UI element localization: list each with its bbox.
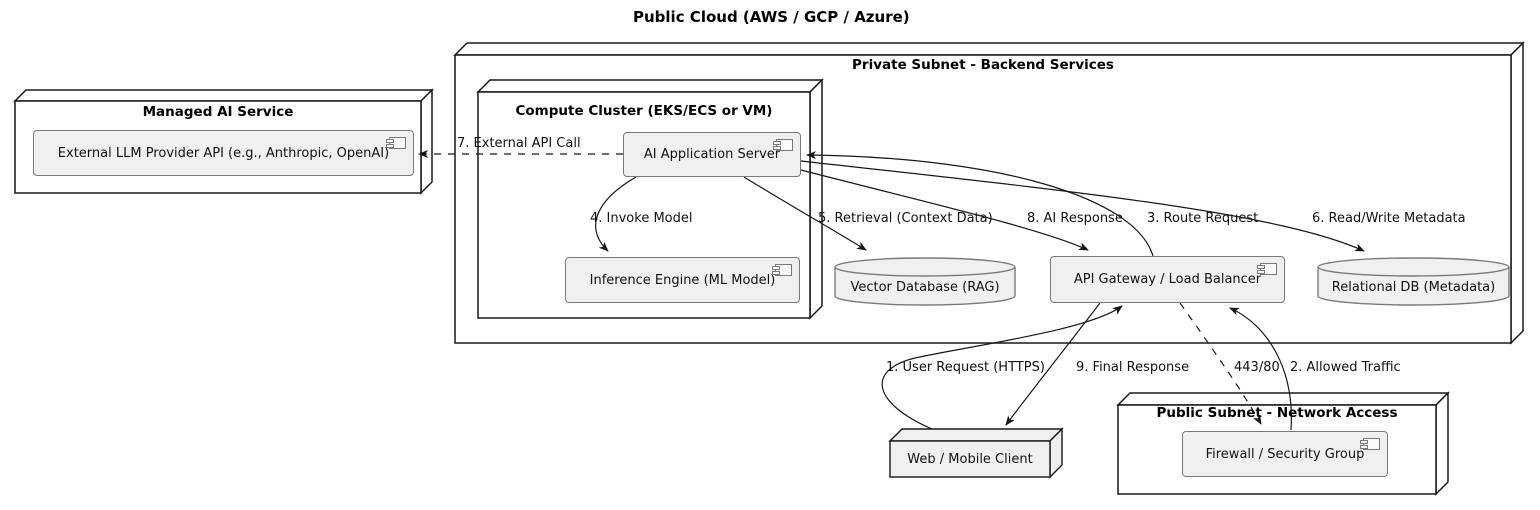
edge-label-allowed-traffic: 2. Allowed Traffic (1290, 360, 1401, 375)
relational-db-label: Relational DB (Metadata) (1331, 279, 1496, 295)
vector-database-shape (834, 257, 1016, 306)
edge-label-user-request: 1. User Request (HTTPS) (886, 360, 1045, 375)
component-icon (1256, 263, 1277, 275)
edge-label-retrieval: 5. Retrieval (Context Data) (818, 211, 993, 226)
edge-ai-response (800, 169, 1089, 251)
edge-user-request (881, 305, 1123, 430)
external-llm-label: External LLM Provider API (e.g., Anthrop… (57, 145, 390, 161)
relational-db-shape (1317, 257, 1510, 306)
private-subnet-title: Private Subnet - Backend Services (852, 57, 1114, 73)
web-client-node (888, 427, 1064, 479)
firewall-label: Firewall / Security Group (1205, 446, 1365, 462)
diagram-title: Public Cloud (AWS / GCP / Azure) (633, 8, 910, 26)
edge-port-443-80 (1179, 302, 1262, 425)
inference-engine-label: Inference Engine (ML Model) (589, 272, 776, 288)
edge-label-port: 443/80 (1234, 360, 1280, 375)
ai-app-server-label: AI Application Server (643, 147, 781, 162)
edge-allowed-traffic (1229, 307, 1292, 431)
component-icon (771, 264, 792, 276)
compute-cluster-title: Compute Cluster (EKS/ECS or VM) (515, 103, 773, 119)
public-subnet-title: Public Subnet - Network Access (1156, 405, 1398, 421)
firewall-component: Firewall / Security Group (1182, 431, 1388, 477)
edge-retrieval (743, 176, 867, 251)
edge-label-invoke-model: 4. Invoke Model (590, 211, 693, 226)
external-llm-component: External LLM Provider API (e.g., Anthrop… (33, 130, 414, 176)
api-gateway-component: API Gateway / Load Balancer (1050, 256, 1285, 303)
ai-app-server-component: AI Application Server (623, 132, 801, 177)
edge-label-read-write-metadata: 6. Read/Write Metadata (1312, 211, 1466, 226)
api-gateway-label: API Gateway / Load Balancer (1073, 272, 1262, 287)
edge-label-ai-response: 8. AI Response (1027, 211, 1123, 226)
component-icon (772, 139, 793, 151)
edge-invoke-model (595, 176, 637, 252)
inference-engine-component: Inference Engine (ML Model) (565, 257, 800, 303)
edge-label-external-api-call: 7. External API Call (457, 136, 581, 151)
component-icon (385, 137, 406, 149)
edge-label-final-response: 9. Final Response (1076, 360, 1190, 375)
edge-label-route-request: 3. Route Request (1147, 211, 1259, 226)
managed-ai-service-title: Managed AI Service (142, 104, 294, 120)
component-icon (1359, 438, 1380, 450)
edge-read-write-metadata (800, 160, 1365, 252)
vector-database-label: Vector Database (RAG) (850, 279, 1000, 295)
edge-final-response (1005, 302, 1101, 426)
edge-route-request (806, 151, 1154, 257)
web-client-label: Web / Mobile Client (907, 451, 1033, 467)
